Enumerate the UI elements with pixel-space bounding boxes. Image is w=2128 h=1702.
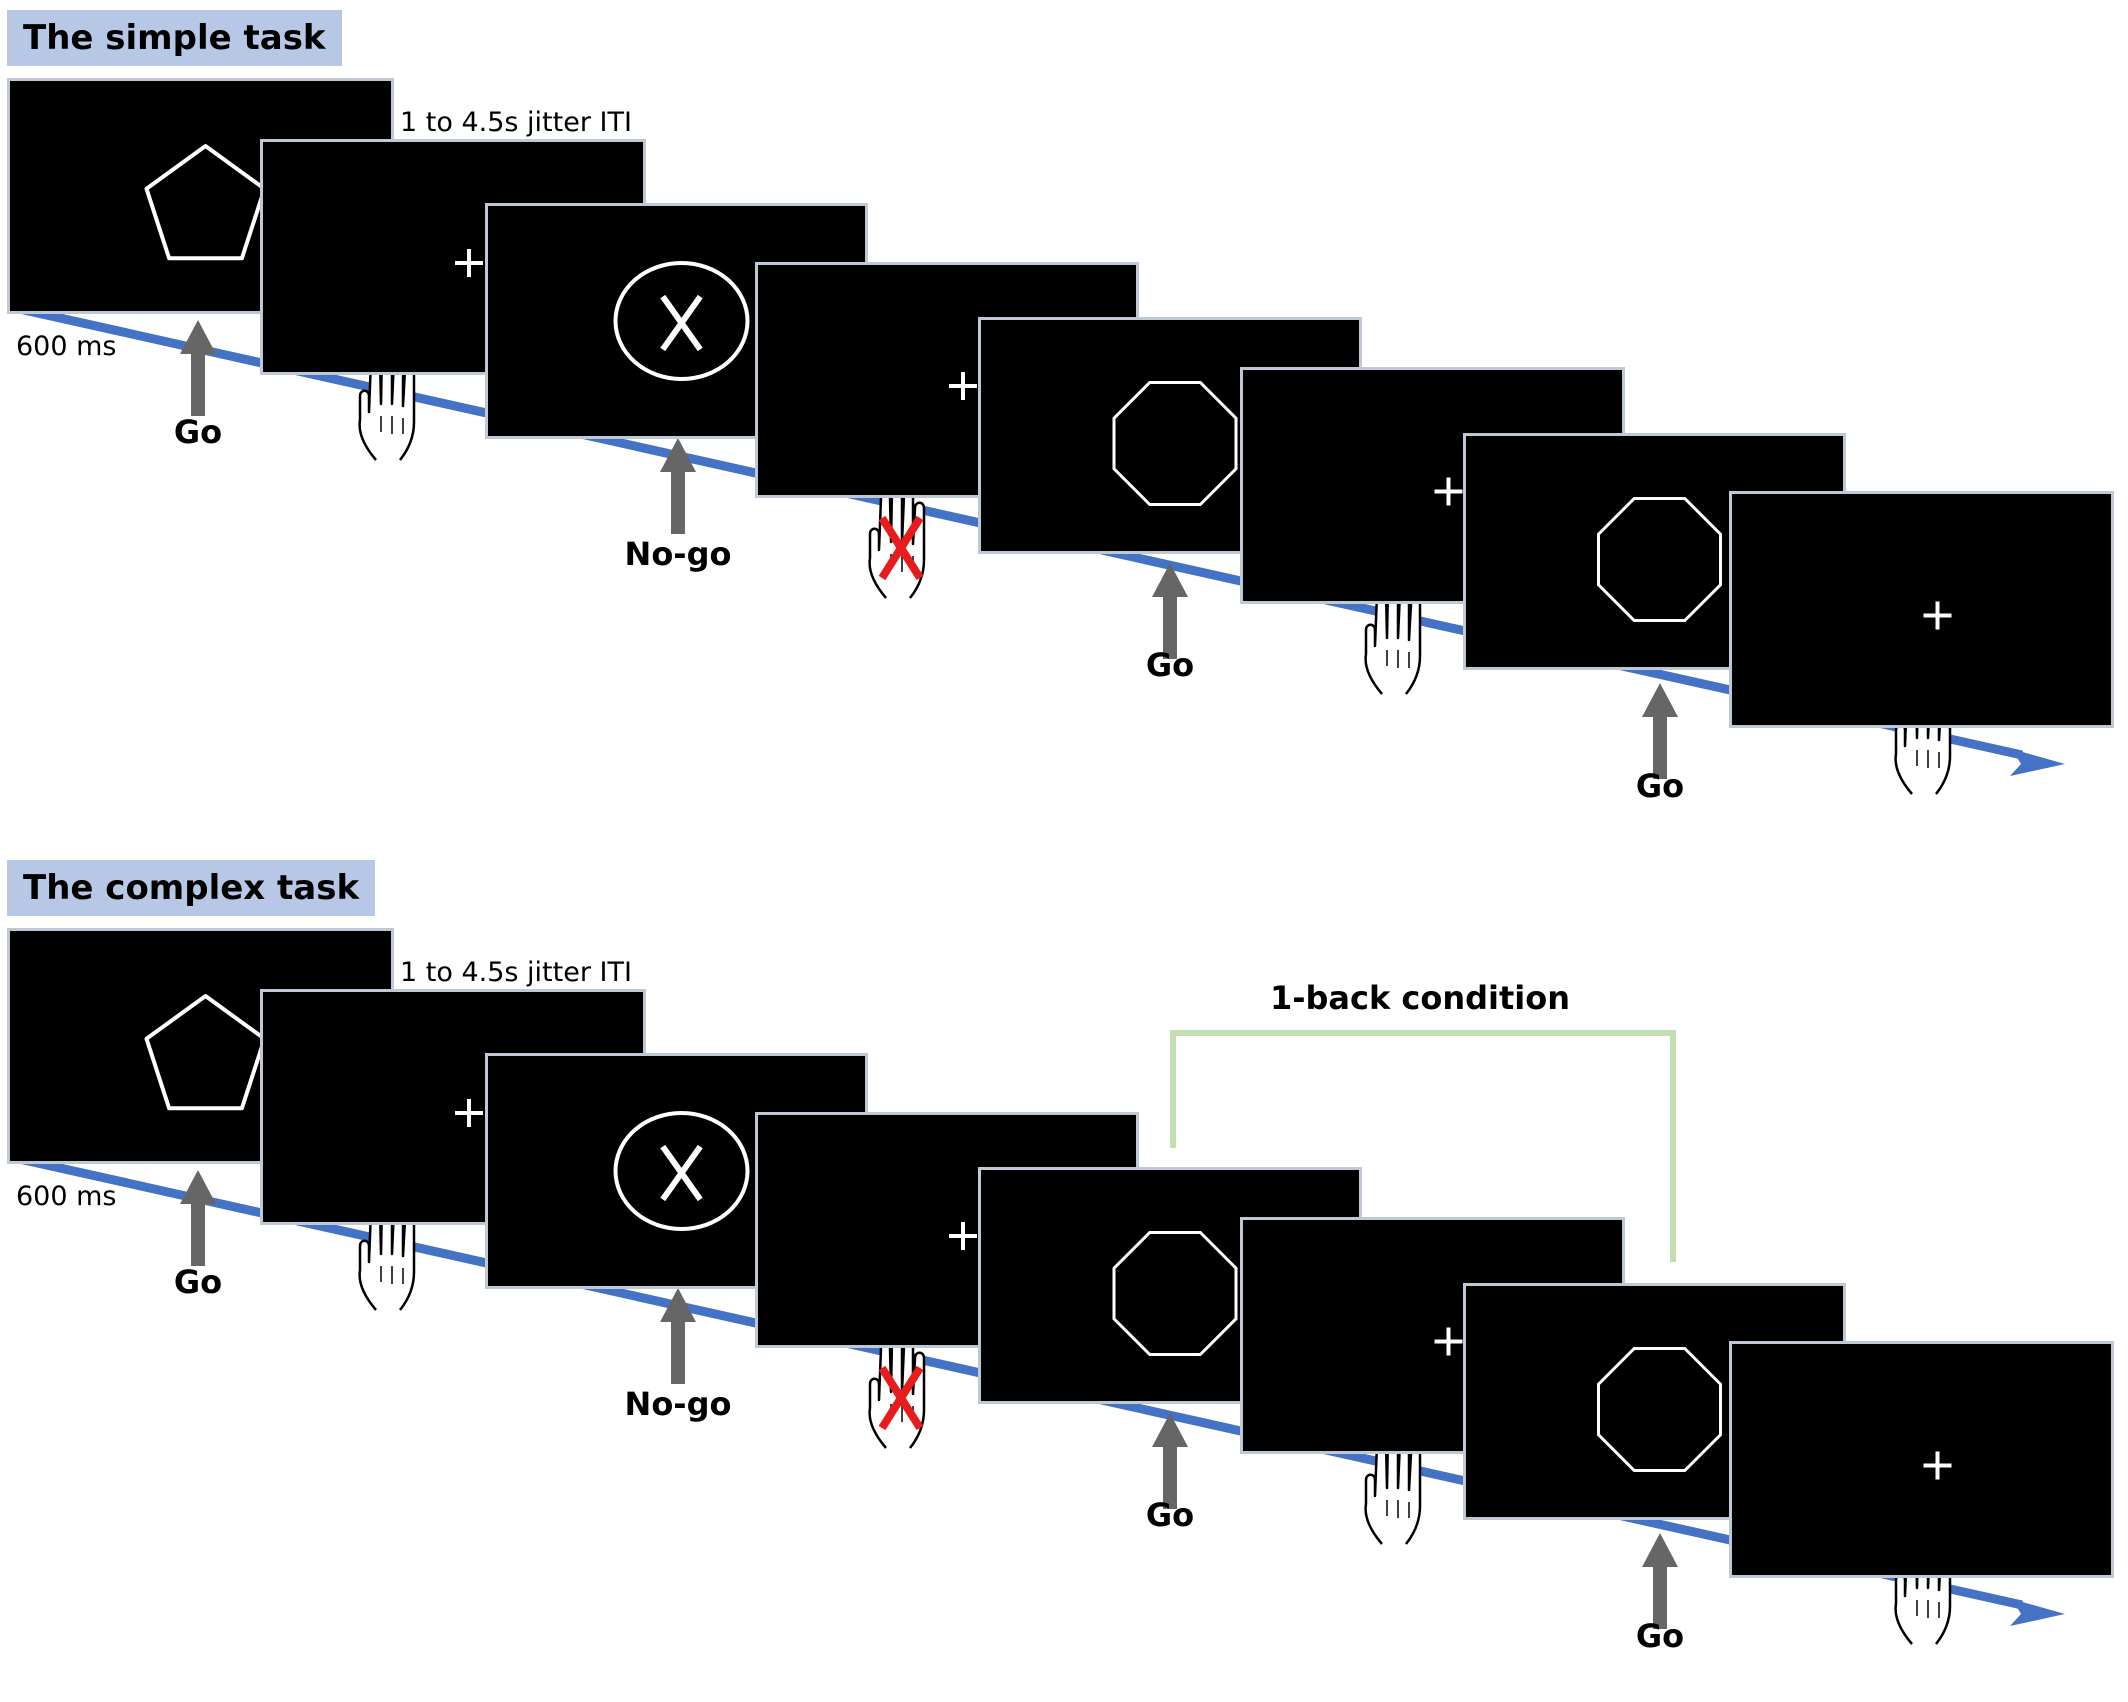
fixation-cross-stimulus	[1434, 1327, 1463, 1356]
trial-arrow	[660, 438, 696, 534]
trial-arrow	[660, 1288, 696, 1384]
arrow-shaft	[1653, 1563, 1667, 1629]
fixation-cross-shape	[949, 1222, 977, 1250]
octagon-shape	[1597, 497, 1722, 622]
one-back-bracket	[1170, 1030, 1676, 1262]
arrow-shaft	[191, 1200, 205, 1266]
octagon-shape	[1112, 381, 1238, 506]
arrow-shaft	[1163, 1443, 1177, 1509]
x-mark-shape	[660, 294, 703, 352]
hand-creases	[1916, 1600, 1940, 1618]
arrow-head	[180, 1170, 216, 1204]
hand-creases	[1916, 750, 1940, 768]
fixation-cross-shape	[455, 249, 483, 277]
fixation-cross-stimulus	[949, 1222, 977, 1250]
fixation-cross-stimulus	[1923, 601, 1952, 630]
timeline-arrowhead	[2010, 1599, 2065, 1626]
octagon-stimulus	[1597, 1347, 1722, 1472]
circle-shape	[613, 1111, 750, 1231]
arrow-shaft	[671, 1318, 685, 1384]
trial-arrow	[1642, 1533, 1678, 1629]
duration-label: 600 ms	[16, 1181, 117, 1212]
fixation-cross-shape	[1434, 1327, 1463, 1356]
timeline-arrowhead	[2010, 749, 2065, 776]
fixation-cross-shape	[455, 1099, 483, 1127]
trial-arrow	[1642, 683, 1678, 779]
withhold-hand-icon	[868, 483, 926, 599]
go-label: Go	[1146, 1496, 1194, 1534]
trial-arrow	[180, 320, 216, 416]
octagon-shape	[1597, 1347, 1722, 1472]
panel-title: The complex task	[7, 860, 376, 916]
arrow-head	[180, 320, 216, 354]
no-go-label: No-go	[625, 1385, 732, 1423]
fixation-cross-stimulus	[1434, 477, 1463, 506]
arrow-shaft	[191, 350, 205, 416]
trial-arrow	[1152, 563, 1188, 659]
arrow-head	[1642, 1533, 1678, 1567]
no-response-x-icon	[878, 515, 924, 581]
octagon-stimulus	[1112, 381, 1238, 506]
x-mark-shape	[660, 1144, 703, 1202]
hand-creases	[1386, 1500, 1410, 1518]
fixation-cross-stimulus	[1923, 1451, 1952, 1480]
octagon-stimulus	[1112, 1231, 1238, 1356]
arrow-shaft	[1653, 713, 1667, 779]
hand-creases	[380, 1266, 404, 1284]
arrow-shaft	[1163, 593, 1177, 659]
fixation-cross-stimulus	[455, 1099, 483, 1127]
stimulus-screen	[1729, 1341, 2114, 1578]
pentagon-stimulus	[144, 994, 267, 1111]
panel-title: The simple task	[7, 10, 342, 66]
iti-label: 1 to 4.5s jitter ITI	[400, 957, 632, 988]
arrow-head	[660, 438, 696, 472]
octagon-shape	[1112, 1231, 1238, 1356]
iti-label: 1 to 4.5s jitter ITI	[400, 107, 632, 138]
arrow-head	[1152, 563, 1188, 597]
go-label: Go	[1636, 767, 1684, 805]
pentagon-shape	[144, 994, 267, 1111]
circle-x-stimulus	[613, 1111, 750, 1231]
stimulus-screen	[1729, 491, 2114, 728]
go-label: Go	[174, 413, 222, 451]
fixation-cross-shape	[1434, 477, 1463, 506]
no-go-label: No-go	[625, 535, 732, 573]
go-label: Go	[174, 1263, 222, 1301]
no-response-x-icon	[878, 1365, 924, 1431]
arrow-shaft	[671, 468, 685, 534]
fixation-cross-shape	[1923, 1451, 1952, 1480]
pentagon-stimulus	[144, 144, 267, 261]
go-label: Go	[1146, 646, 1194, 684]
fixation-cross-stimulus	[455, 249, 483, 277]
circle-shape	[613, 261, 750, 381]
fixation-cross-stimulus	[949, 372, 977, 400]
withhold-hand-icon	[868, 1333, 926, 1449]
circle-x-stimulus	[613, 261, 750, 381]
hand-creases	[1386, 650, 1410, 668]
arrow-head	[1642, 683, 1678, 717]
duration-label: 600 ms	[16, 331, 117, 362]
fixation-cross-shape	[949, 372, 977, 400]
go-label: Go	[1636, 1617, 1684, 1655]
arrow-head	[660, 1288, 696, 1322]
arrow-head	[1152, 1413, 1188, 1447]
trial-arrow	[180, 1170, 216, 1266]
hand-creases	[380, 416, 404, 434]
fixation-cross-shape	[1923, 601, 1952, 630]
trial-arrow	[1152, 1413, 1188, 1509]
octagon-stimulus	[1597, 497, 1722, 622]
pentagon-shape	[144, 144, 267, 261]
condition-label: 1-back condition	[1270, 979, 1570, 1017]
